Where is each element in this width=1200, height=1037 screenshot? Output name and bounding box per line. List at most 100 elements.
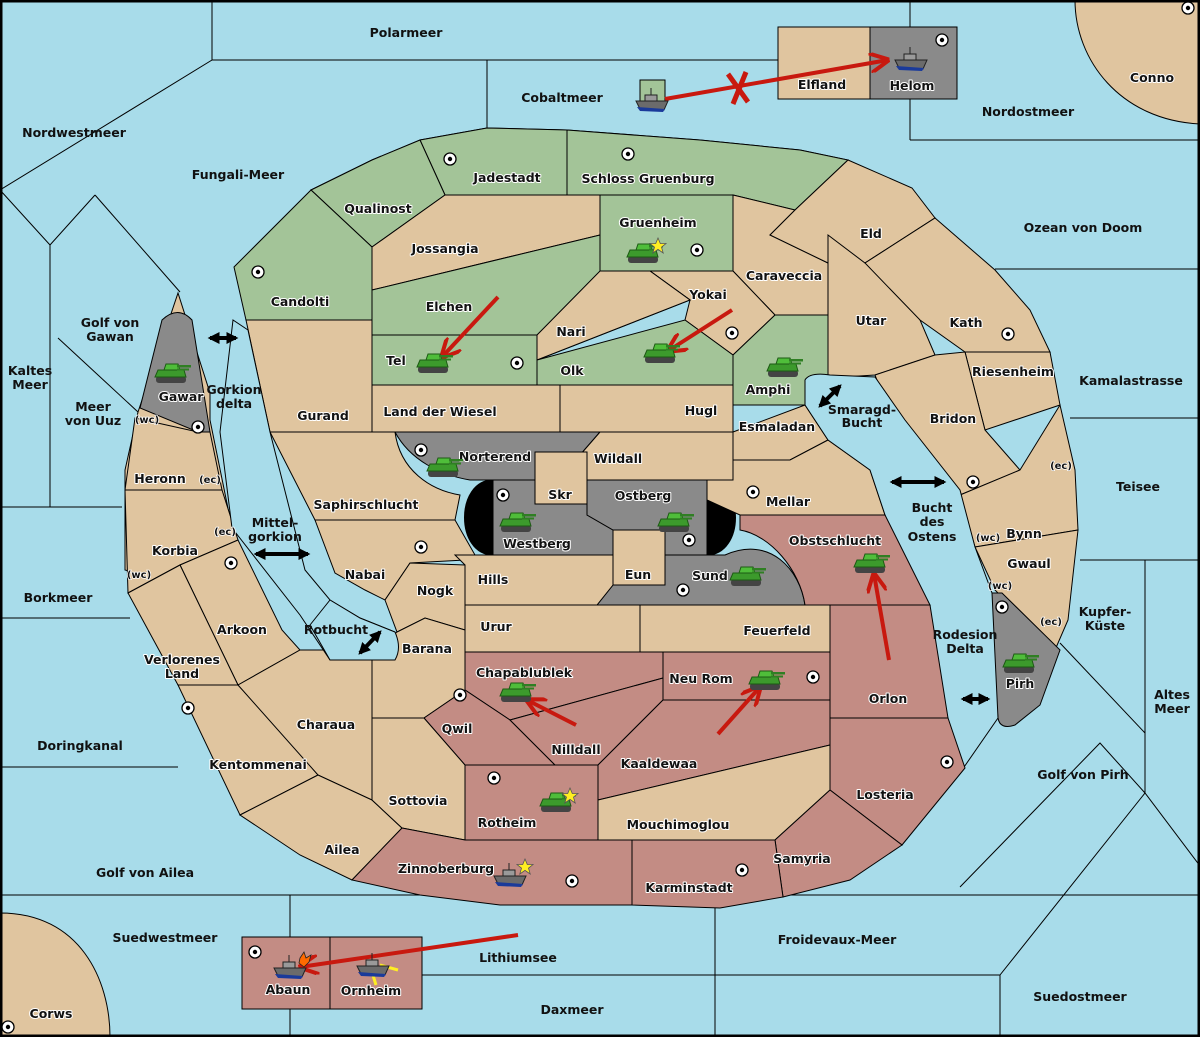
label-kupfer-kueste-2: Küste: [1085, 618, 1125, 633]
label-ozean-von-doom: Ozean von Doom: [1024, 220, 1143, 235]
supply-center-icon: [443, 152, 457, 166]
label-utar: Utar: [856, 313, 888, 328]
province-conno[interactable]: [1074, 0, 1200, 125]
province-skr[interactable]: [534, 451, 588, 505]
label-nilldall: Nilldall: [551, 742, 600, 757]
label-altes-meer: Altes: [1154, 687, 1190, 702]
label-golf-von-pirh: Golf von Pirh: [1037, 767, 1128, 782]
label-olk: Olk: [560, 363, 584, 378]
label-gorkion-delta-2: delta: [216, 396, 252, 411]
border: [57, 337, 139, 413]
label-helom: Helom: [890, 78, 935, 93]
border: [1059, 642, 1146, 734]
province-karminstadt[interactable]: [631, 839, 784, 909]
province-eun[interactable]: [612, 529, 666, 586]
label-kaltes-meer: Kaltes: [8, 363, 52, 378]
label-candolti: Candolti: [271, 294, 330, 309]
supply-center-icon: [940, 755, 954, 769]
label-westberg: Westberg: [503, 536, 571, 551]
coast-marker-ec: (ec): [1040, 617, 1062, 628]
supply-center-icon: [966, 475, 980, 489]
label-doringkanal: Doringkanal: [37, 738, 123, 753]
supply-center-icon: [224, 556, 238, 570]
label-kentommenai: Kentommenai: [209, 757, 307, 772]
supply-center-icon: [414, 443, 428, 457]
province-kath[interactable]: [864, 217, 1051, 353]
label-cobaltmeer: Cobaltmeer: [521, 90, 603, 105]
coast-marker-ec: (ec): [1050, 461, 1072, 472]
label-borkmeer: Borkmeer: [24, 590, 94, 605]
label-rodesion-delta-2: Delta: [946, 641, 984, 656]
supply-center-icon: [806, 670, 820, 684]
label-teisee: Teisee: [1116, 479, 1160, 494]
supply-center-icon: [496, 488, 510, 502]
label-rodesion-delta: Rodesion: [933, 627, 998, 642]
label-nabai: Nabai: [345, 567, 386, 582]
label-mellar: Mellar: [766, 494, 811, 509]
supply-center-icon: [251, 265, 265, 279]
label-heronn: Heronn: [134, 471, 186, 486]
coast-marker-ec: (ec): [214, 527, 236, 538]
label-yokai: Yokai: [688, 287, 727, 302]
label-rotbucht: Rotbucht: [304, 622, 368, 637]
label-barana: Barana: [402, 641, 452, 656]
label-hugl: Hugl: [685, 403, 718, 418]
label-sottovia: Sottovia: [389, 793, 448, 808]
label-elchen: Elchen: [426, 299, 473, 314]
label-saphirschlucht: Saphirschlucht: [314, 497, 419, 512]
land-labels: Elfland Helom Conno Corws Abaun Ornheim …: [29, 69, 1176, 1022]
label-riesenheim: Riesenheim: [972, 364, 1054, 379]
label-mittelgorkion-2: gorkion: [248, 529, 302, 544]
label-skr: Skr: [548, 487, 572, 502]
label-losteria: Losteria: [856, 787, 913, 802]
province-heronn[interactable]: [124, 417, 223, 491]
label-kamalastrasse: Kamalastrasse: [1079, 373, 1183, 388]
label-bucht-des-ostens-2: des: [920, 514, 945, 529]
label-nogk: Nogk: [417, 583, 454, 598]
coast-marker-wc: (wc): [127, 570, 151, 581]
label-nordwestmeer: Nordwestmeer: [22, 125, 127, 140]
province-gwaul[interactable]: [974, 529, 1079, 651]
province-saphirschlucht[interactable]: [269, 431, 461, 521]
label-daxmeer: Daxmeer: [540, 1002, 604, 1017]
label-neu-rom: Neu Rom: [669, 671, 732, 686]
label-gwaul: Gwaul: [1007, 556, 1050, 571]
label-orlon: Orlon: [869, 691, 908, 706]
label-froidevaux-meer: Froidevaux-Meer: [778, 932, 897, 947]
supply-center-icon: [453, 688, 467, 702]
label-urur: Urur: [480, 619, 512, 634]
label-eun: Eun: [625, 567, 651, 582]
label-abaun: Abaun: [266, 982, 311, 997]
label-meer-von-uuz-2: von Uuz: [65, 413, 121, 428]
supply-center-icon: [725, 326, 739, 340]
orders: [300, 60, 889, 986]
label-conno: Conno: [1130, 70, 1175, 85]
province-gruenheim[interactable]: [599, 194, 734, 272]
label-kath: Kath: [950, 315, 983, 330]
label-meer-von-uuz: Meer: [75, 399, 111, 414]
supply-center-icon: [746, 485, 760, 499]
supply-center-icon: [510, 356, 524, 370]
border: [94, 194, 181, 293]
supply-center-icon: [682, 533, 696, 547]
border: [959, 742, 1146, 888]
supply-center-icon: [735, 863, 749, 877]
dislodged-explosion-icon: [298, 951, 312, 968]
label-tel: Tel: [386, 353, 406, 368]
label-charaua: Charaua: [297, 717, 355, 732]
label-kupfer-kueste: Kupfer-: [1079, 604, 1132, 619]
label-gurand: Gurand: [297, 408, 349, 423]
label-zinnoberburg: Zinnoberburg: [398, 861, 494, 876]
label-jossangia: Jossangia: [410, 241, 478, 256]
province-losteria[interactable]: [829, 717, 966, 846]
coast-marker-wc: (wc): [988, 581, 1012, 592]
label-ailea: Ailea: [324, 842, 359, 857]
supply-center-icon: [1, 1020, 15, 1034]
label-sund: Sund: [692, 568, 728, 583]
label-fungali-meer: Fungali-Meer: [192, 167, 285, 182]
label-arkoon: Arkoon: [217, 622, 267, 637]
label-kaaldewaa: Kaaldewaa: [621, 756, 698, 771]
supply-center-icon: [690, 243, 704, 257]
label-golf-von-gawan: Golf von: [81, 315, 140, 330]
